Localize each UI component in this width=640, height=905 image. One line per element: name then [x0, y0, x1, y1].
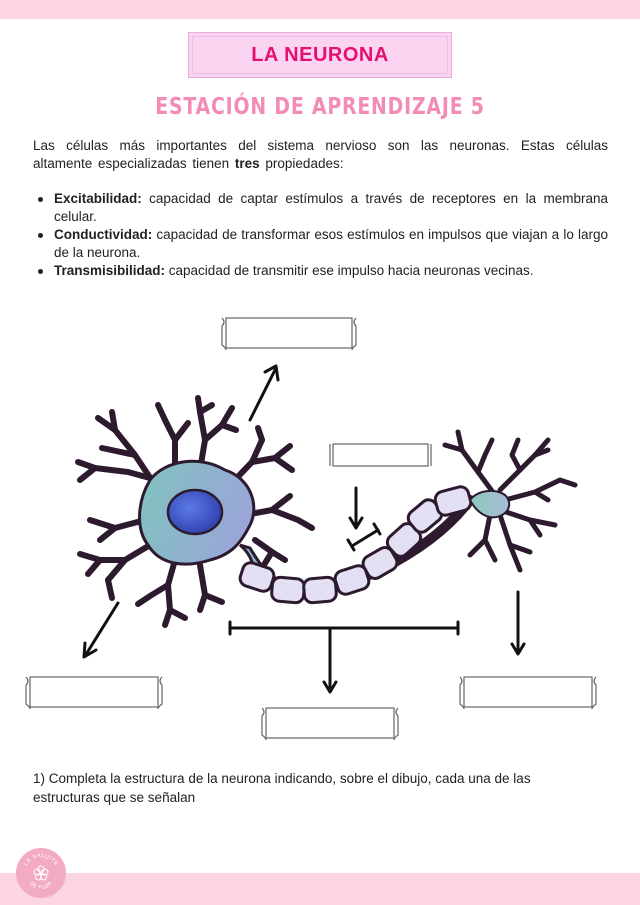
intro-text-after: propiedades:	[259, 156, 344, 171]
label-box-left[interactable]	[25, 676, 163, 710]
axon-terminal	[442, 429, 578, 573]
axon-span-bracket	[228, 620, 460, 694]
label-box-top[interactable]	[221, 317, 357, 351]
intro-paragraph: Las células más importantes del sistema …	[33, 137, 608, 173]
label-box-bottom[interactable]	[261, 707, 399, 741]
axon-terminal-body	[468, 489, 511, 519]
label-box-right[interactable]	[459, 676, 597, 710]
property-term: Transmisibilidad:	[54, 263, 166, 278]
intro-text-before: Las células más importantes del sistema …	[33, 138, 608, 171]
logo-ring: LA VALIJITA DE FLOR	[23, 853, 59, 891]
nucleus	[166, 488, 224, 536]
logo-text-bottom: DE FLOR	[28, 880, 53, 891]
myelin-segment	[433, 485, 473, 517]
page-title: LA NEURONA	[251, 43, 389, 66]
myelin-sheath	[238, 485, 473, 605]
arrow-to-terminal-label	[510, 590, 526, 656]
myelin-segment	[270, 575, 306, 605]
arrow-to-cell-body-label	[82, 601, 120, 659]
arrow-to-myelin-label	[348, 486, 364, 530]
svg-text:LA VALIJITA: LA VALIJITA	[23, 853, 59, 867]
property-item-transmissibility: Transmisibilidad: capacidad de transmiti…	[33, 262, 608, 280]
property-description: capacidad de captar estímulos a través d…	[54, 191, 608, 224]
myelin-segment	[238, 561, 276, 593]
myelin-segment	[302, 575, 338, 605]
flower-icon	[33, 865, 49, 881]
bullet-icon	[38, 233, 43, 238]
property-term: Excitabilidad:	[54, 191, 142, 206]
bullet-icon	[38, 269, 43, 274]
property-item-conductivity: Conductividad: capacidad de transformar …	[33, 226, 608, 262]
intro-bold-word: tres	[234, 156, 260, 171]
arrow-to-dendrite-label	[248, 364, 280, 422]
property-description: capacidad de transmitir ese impulso haci…	[165, 263, 534, 278]
label-boxes	[25, 317, 597, 741]
dendrites	[75, 395, 315, 628]
property-term: Conductividad:	[54, 227, 153, 242]
page-subtitle: ESTACIÓN DE APRENDIZAJE 5	[155, 94, 485, 120]
label-box-middle[interactable]	[329, 443, 432, 467]
bullet-icon	[38, 197, 43, 202]
property-item-excitability: Excitabilidad: capacidad de captar estím…	[33, 190, 608, 226]
myelin-segment	[361, 546, 399, 580]
top-pink-band	[0, 0, 640, 19]
logo: LA VALIJITA DE FLOR	[16, 848, 66, 898]
ranvier-node-marker	[346, 522, 382, 552]
properties-list: Excitabilidad: capacidad de captar estím…	[33, 190, 608, 280]
instruction-text: 1) Completa la estructura de la neurona …	[33, 771, 531, 805]
logo-text-top: LA VALIJITA	[23, 853, 58, 867]
svg-text:DE FLOR: DE FLOR	[28, 880, 54, 891]
neuron-diagram	[25, 317, 597, 741]
title-box: LA NEURONA	[188, 32, 452, 78]
property-description: capacidad de transformar esos estímulos …	[54, 227, 608, 260]
bottom-pink-band	[0, 873, 640, 905]
